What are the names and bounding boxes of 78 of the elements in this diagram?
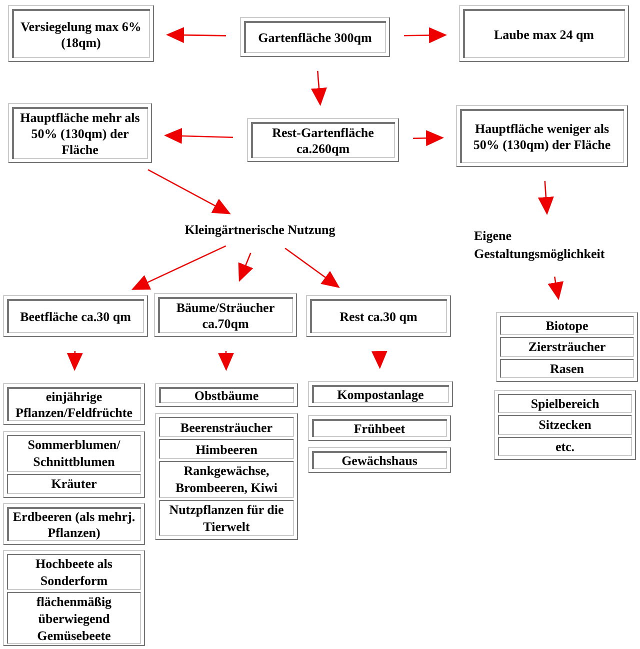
box-label: Spielbereich [530,395,600,412]
arrow [371,350,388,369]
box-label: Nutzpflanzen für die Tierwelt [168,500,285,535]
cell [159,461,294,498]
box-label: Ziersträucher [528,338,606,356]
label-box [8,103,152,163]
label-box [308,415,451,441]
cell [500,316,634,336]
cell [159,500,294,536]
cell [7,435,141,472]
label-box [456,105,628,167]
box-label: Versiegelung max 6% (18qm) [20,18,142,50]
box-label: Rest-Gartenfläche ca.260qm [271,125,375,157]
cell [7,592,141,644]
box-label: Frühbeet [354,421,406,437]
arrow [404,27,447,44]
arrow [148,169,231,214]
box-label: Biotope [546,317,588,334]
arrow [538,180,554,216]
cell [500,358,634,378]
box-label: Gartenfläche 300qm [258,30,372,46]
arrow [238,252,254,282]
label-box [240,17,390,57]
arrow [218,351,234,371]
heading-text: Eigene Gestaltungsmöglichkeit [474,227,606,263]
box-label: etc. [555,438,575,455]
box-label: Erdbeeren (als mehrj. Pflanzen) [12,509,136,541]
box-label: Bäume/Sträucher ca.70qm [175,300,276,332]
arrow [66,350,83,371]
box-label: Sitzecken [538,416,592,434]
box-label: Gewächshaus [342,453,418,469]
arrow [284,248,340,288]
arrow [131,245,226,290]
cell [7,554,141,590]
label-box [306,295,451,337]
box-label: Rasen [550,360,584,377]
arrow [412,130,444,146]
arrow [548,276,564,300]
box-label: Rankgewächse, Brombeeren, Kiwi [174,462,279,496]
cell [159,439,294,460]
label-box [459,5,629,62]
box-label: Beerensträucher [180,418,273,436]
box-label: Obstbäume [194,388,259,404]
box-label: Himbeeren [196,440,258,458]
group-frame [3,431,145,498]
heading-text: Kleingärtnerische Nutzung [184,221,336,239]
group-frame [494,390,636,460]
box-label: Hauptfläche weniger als 50% (130qm) der Fläche [472,121,612,153]
group-frame [496,312,638,382]
group-frame [3,550,145,646]
cell [498,415,632,435]
box-label: Rest ca.30 qm [340,309,418,325]
cell [500,337,634,357]
label-box [155,383,298,407]
label-box [3,295,148,337]
box-label: Beetfläche ca.30 qm [20,309,131,325]
cell [498,394,632,414]
box-label: Kompostanlage [337,387,424,403]
box-label: Hauptfläche mehr als 50% (130qm) der Fläche [19,110,141,158]
label-box [308,381,453,407]
box-label: einjährige Pflanzen/Feldfrüchte [14,389,134,421]
box-label: Kräuter [51,475,97,492]
cell [7,474,141,494]
label-box [247,118,399,162]
arrow [311,70,327,106]
label-box [154,293,297,337]
group-frame [155,413,298,540]
label-box [8,5,154,62]
label-box [308,447,451,473]
box-label: Laube max 24 qm [494,26,594,42]
arrow [166,27,226,44]
label-box [3,503,145,545]
cell [159,417,294,438]
box-label: flächenmäßig überwiegend Gemüsebeete [35,592,113,644]
cell [498,436,632,456]
box-label: Sommerblumen/ Schnittblumen [26,436,122,470]
label-box [3,383,145,425]
arrow [164,128,234,144]
